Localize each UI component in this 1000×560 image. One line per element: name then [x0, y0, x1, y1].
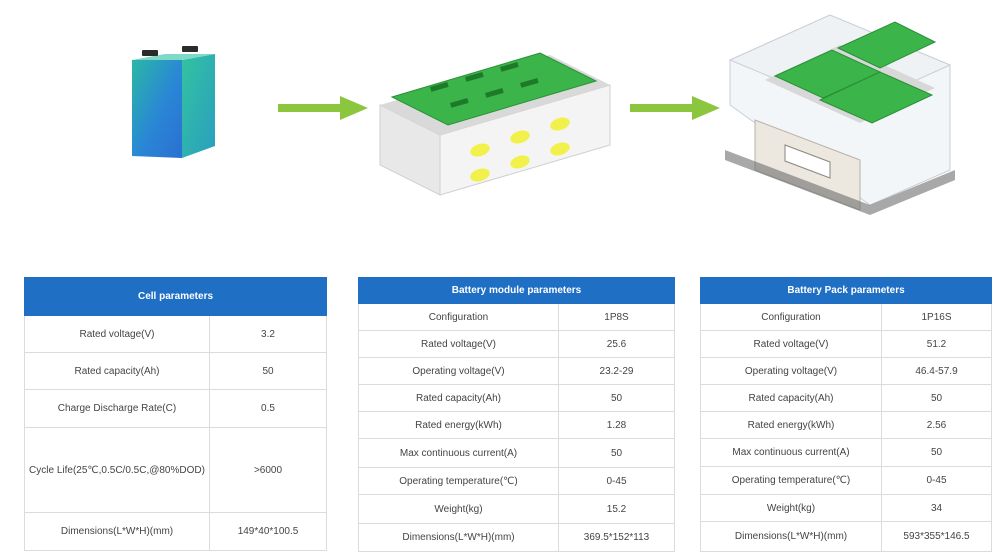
row-label: Dimensions(L*W*H)(mm) — [358, 523, 559, 552]
row-value: 23.2-29 — [558, 357, 675, 385]
row-value: 46.4-57.9 — [880, 357, 993, 385]
cell-parameters-table: Cell parameters Rated voltage(V) 3.2 Rat… — [23, 277, 328, 551]
row-value: 1P8S — [558, 303, 675, 331]
module-parameters-table: Battery module parameters Configuration … — [358, 277, 675, 552]
row-label: Operating voltage(V) — [700, 357, 882, 385]
table-row: Rated capacity(Ah) 50 — [700, 384, 993, 412]
row-value: 34 — [880, 494, 993, 522]
table-row: Cycle Life(25℃,0.5C/0.5C,@80%DOD) >6000 — [24, 427, 328, 513]
row-label: Rated energy(kWh) — [700, 411, 882, 439]
row-label: Configuration — [700, 303, 882, 331]
row-value: >6000 — [208, 427, 328, 513]
table-row: Rated voltage(V) 3.2 — [24, 315, 328, 353]
row-label: Rated capacity(Ah) — [358, 384, 559, 412]
row-label: Dimensions(L*W*H)(mm) — [700, 521, 882, 552]
row-label: Weight(kg) — [358, 494, 559, 524]
row-value: 50 — [558, 438, 675, 468]
row-label: Operating voltage(V) — [358, 357, 559, 385]
row-label: Rated energy(kWh) — [358, 411, 559, 439]
battery-pack-icon — [725, 14, 955, 215]
pack-parameters-table: Battery Pack parameters Configuration 1P… — [699, 277, 993, 552]
row-value: 50 — [208, 352, 328, 390]
arrow-right-icon — [630, 96, 720, 120]
row-value: 2.56 — [880, 411, 993, 439]
row-label: Weight(kg) — [700, 494, 882, 522]
table-row: Configuration 1P8S — [358, 303, 675, 331]
battery-cell-icon — [132, 46, 215, 158]
row-label: Cycle Life(25℃,0.5C/0.5C,@80%DOD) — [24, 427, 210, 513]
table-row: Rated energy(kWh) 1.28 — [358, 411, 675, 439]
table-row: Rated voltage(V) 25.6 — [358, 330, 675, 358]
row-value: 50 — [880, 438, 993, 467]
table-row: Configuration 1P16S — [700, 303, 993, 331]
table-row: Rated energy(kWh) 2.56 — [700, 411, 993, 439]
row-value: 1.28 — [558, 411, 675, 439]
row-label: Dimensions(L*W*H)(mm) — [24, 512, 210, 551]
table-row: Weight(kg) 34 — [700, 494, 993, 522]
row-value: 1P16S — [880, 303, 993, 331]
row-value: 15.2 — [558, 494, 675, 524]
row-label: Max continuous current(A) — [358, 438, 559, 468]
table-row: Charge Discharge Rate(C) 0.5 — [24, 389, 328, 428]
table-row: Operating temperature(℃) 0-45 — [358, 467, 675, 495]
row-label: Operating temperature(℃) — [358, 467, 559, 495]
module-table-title: Battery module parameters — [358, 277, 675, 304]
table-row: Max continuous current(A) 50 — [358, 438, 675, 468]
battery-module-icon — [379, 52, 611, 196]
row-label: Operating temperature(℃) — [700, 466, 882, 495]
row-value: 51.2 — [880, 330, 993, 358]
row-value: 0.5 — [208, 389, 328, 428]
pack-table-title: Battery Pack parameters — [699, 277, 993, 304]
row-label: Configuration — [358, 303, 559, 331]
row-value: 369.5*152*113 — [558, 523, 675, 552]
row-label: Max continuous current(A) — [700, 438, 882, 467]
table-row: Rated capacity(Ah) 50 — [24, 352, 328, 390]
row-label: Rated capacity(Ah) — [24, 352, 210, 390]
row-label: Rated voltage(V) — [24, 315, 210, 353]
row-value: 149*40*100.5 — [208, 512, 328, 551]
row-label: Rated voltage(V) — [358, 330, 559, 358]
row-value: 25.6 — [558, 330, 675, 358]
row-label: Charge Discharge Rate(C) — [24, 389, 210, 428]
row-label: Rated voltage(V) — [700, 330, 882, 358]
table-row: Dimensions(L*W*H)(mm) 369.5*152*113 — [358, 523, 675, 552]
table-row: Dimensions(L*W*H)(mm) 593*355*146.5 — [700, 521, 993, 552]
row-value: 0-45 — [558, 467, 675, 495]
table-row: Operating voltage(V) 46.4-57.9 — [700, 357, 993, 385]
row-label: Rated capacity(Ah) — [700, 384, 882, 412]
cell-table-title: Cell parameters — [23, 277, 328, 316]
arrow-right-icon — [278, 96, 368, 120]
table-row: Rated voltage(V) 51.2 — [700, 330, 993, 358]
table-row: Weight(kg) 15.2 — [358, 494, 675, 524]
row-value: 0-45 — [880, 466, 993, 495]
row-value: 3.2 — [208, 315, 328, 353]
table-row: Operating temperature(℃) 0-45 — [700, 466, 993, 495]
row-value: 50 — [880, 384, 993, 412]
row-value: 593*355*146.5 — [880, 521, 993, 552]
table-row: Rated capacity(Ah) 50 — [358, 384, 675, 412]
table-row: Dimensions(L*W*H)(mm) 149*40*100.5 — [24, 512, 328, 551]
row-value: 50 — [558, 384, 675, 412]
table-row: Max continuous current(A) 50 — [700, 438, 993, 467]
table-row: Operating voltage(V) 23.2-29 — [358, 357, 675, 385]
